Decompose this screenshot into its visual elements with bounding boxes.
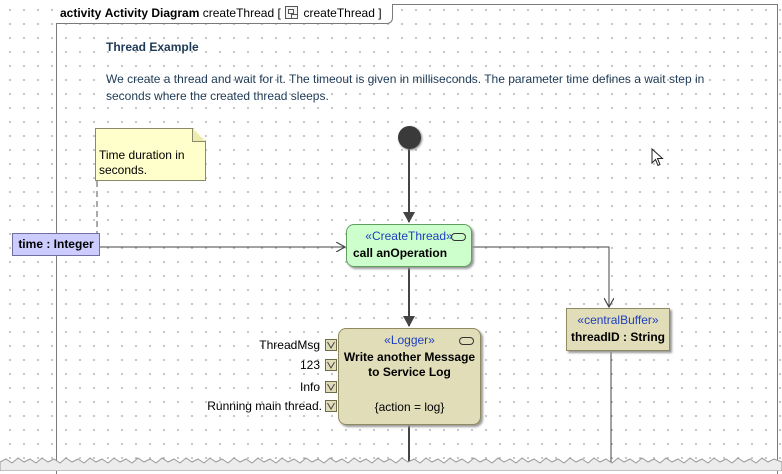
input-pin-info[interactable] <box>325 381 337 393</box>
activity-parameter-node[interactable]: time : Integer <box>12 233 100 256</box>
mouse-cursor-icon <box>651 148 664 167</box>
pin-label-threadmsg: ThreadMsg <box>259 338 320 352</box>
pin-arrow-icon <box>327 361 335 369</box>
object-flow-thread-id[interactable] <box>472 246 609 307</box>
pin-label-123: 123 <box>299 358 320 372</box>
buffer-label: threadID : String <box>570 330 665 344</box>
description-title[interactable]: Thread Example <box>106 40 199 54</box>
logger-tagged-value: {action = log} <box>374 400 445 414</box>
call-behavior-rake-icon <box>451 233 466 241</box>
logger-stereotype: «Logger» <box>384 333 435 347</box>
create-thread-stereotype: «CreateThread» <box>365 229 453 243</box>
frame-bracket-open: [ <box>277 6 281 20</box>
description-text[interactable]: We create a thread and wait for it. The … <box>106 72 705 103</box>
activity-diagram-icon <box>285 6 299 19</box>
pin-arrow-icon <box>327 383 335 391</box>
pin-arrow-icon <box>327 341 335 349</box>
create-thread-action[interactable]: «CreateThread» call anOperation <box>346 224 472 267</box>
note-fold-icon <box>192 128 206 142</box>
initial-node[interactable] <box>398 126 421 149</box>
frame-bracket-close: ] <box>378 6 382 20</box>
buffer-stereotype: «centralBuffer» <box>577 313 659 327</box>
frame-diagram-name: createThread <box>202 6 275 20</box>
input-pin-threadmsg[interactable] <box>325 339 337 351</box>
note-text: Time duration in seconds. <box>99 148 185 177</box>
frame-diagram-type: Activity Diagram <box>104 6 200 20</box>
comment-note[interactable]: Time duration in seconds. <box>95 128 206 181</box>
frame-keyword: activity <box>60 6 102 20</box>
frame-context-name: createThread <box>303 6 375 20</box>
parameter-label: time : Integer <box>18 237 94 251</box>
input-pin-123[interactable] <box>325 359 337 371</box>
input-pin-running-main-thread[interactable] <box>325 400 337 412</box>
create-thread-name: call anOperation <box>353 246 448 260</box>
frame-header[interactable]: activity Activity Diagram createThread [… <box>56 4 393 24</box>
central-buffer-node[interactable]: «centralBuffer» threadID : String <box>566 308 670 351</box>
logger-name: Write another Message to Service Log <box>343 350 476 379</box>
call-behavior-rake-icon <box>459 337 474 345</box>
pin-arrow-icon <box>327 402 335 410</box>
logger-action[interactable]: «Logger» Write another Message to Servic… <box>338 328 481 425</box>
torn-edge <box>0 457 782 471</box>
pin-label-info: Info <box>299 380 320 394</box>
pin-label-running-main-thread: Running main thread. <box>207 399 322 413</box>
